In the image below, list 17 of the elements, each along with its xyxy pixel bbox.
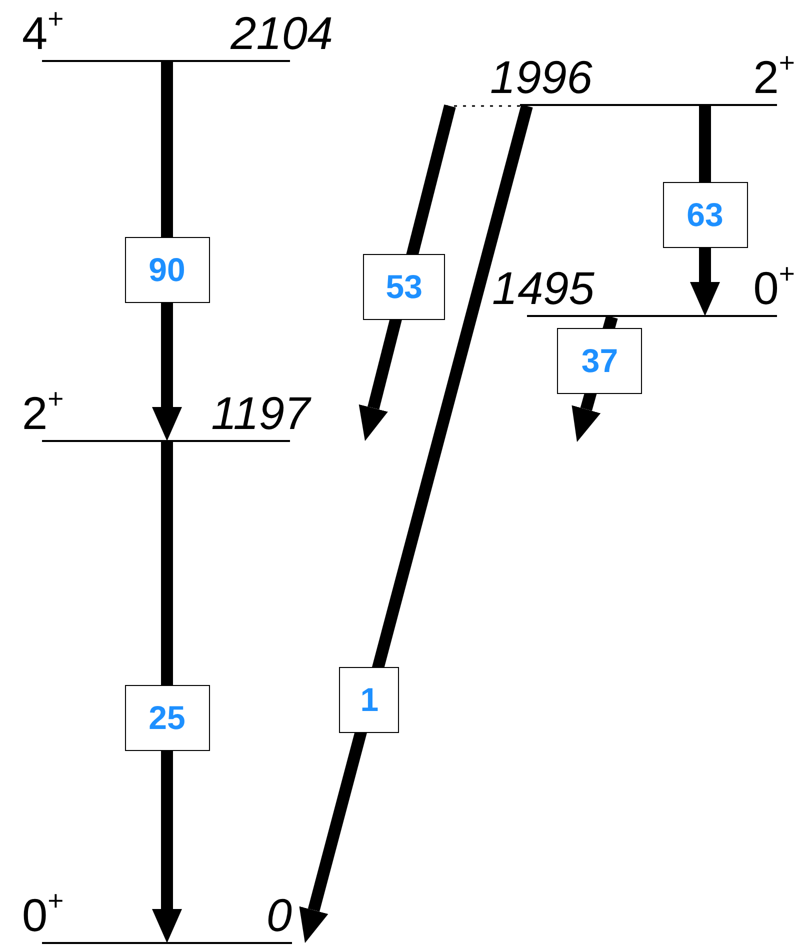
energy-label: 0 (266, 892, 292, 938)
energy-label: 1996 (490, 54, 592, 100)
intensity-label: 90 (124, 237, 210, 304)
transition-arrow (299, 104, 533, 943)
intensity-label: 63 (662, 182, 748, 248)
intensity-label: 1 (339, 667, 400, 734)
spin-parity-label: 0$^{+}$ (22, 892, 64, 938)
intensity-label: 25 (124, 684, 210, 751)
energy-label: 1495 (492, 265, 594, 311)
spin-parity-label: 4$^{+}$ (22, 10, 64, 56)
spin-parity-label: 2$^{+}$ (22, 390, 64, 436)
intensity-label: 37 (557, 328, 642, 394)
energy-label: 2104 (230, 10, 333, 56)
spin-parity-label: 0$^{+}$ (753, 265, 795, 311)
spin-parity-label: 2$^{+}$ (753, 54, 795, 100)
intensity-label: 53 (363, 254, 446, 320)
energy-label: 1197 (211, 390, 310, 436)
